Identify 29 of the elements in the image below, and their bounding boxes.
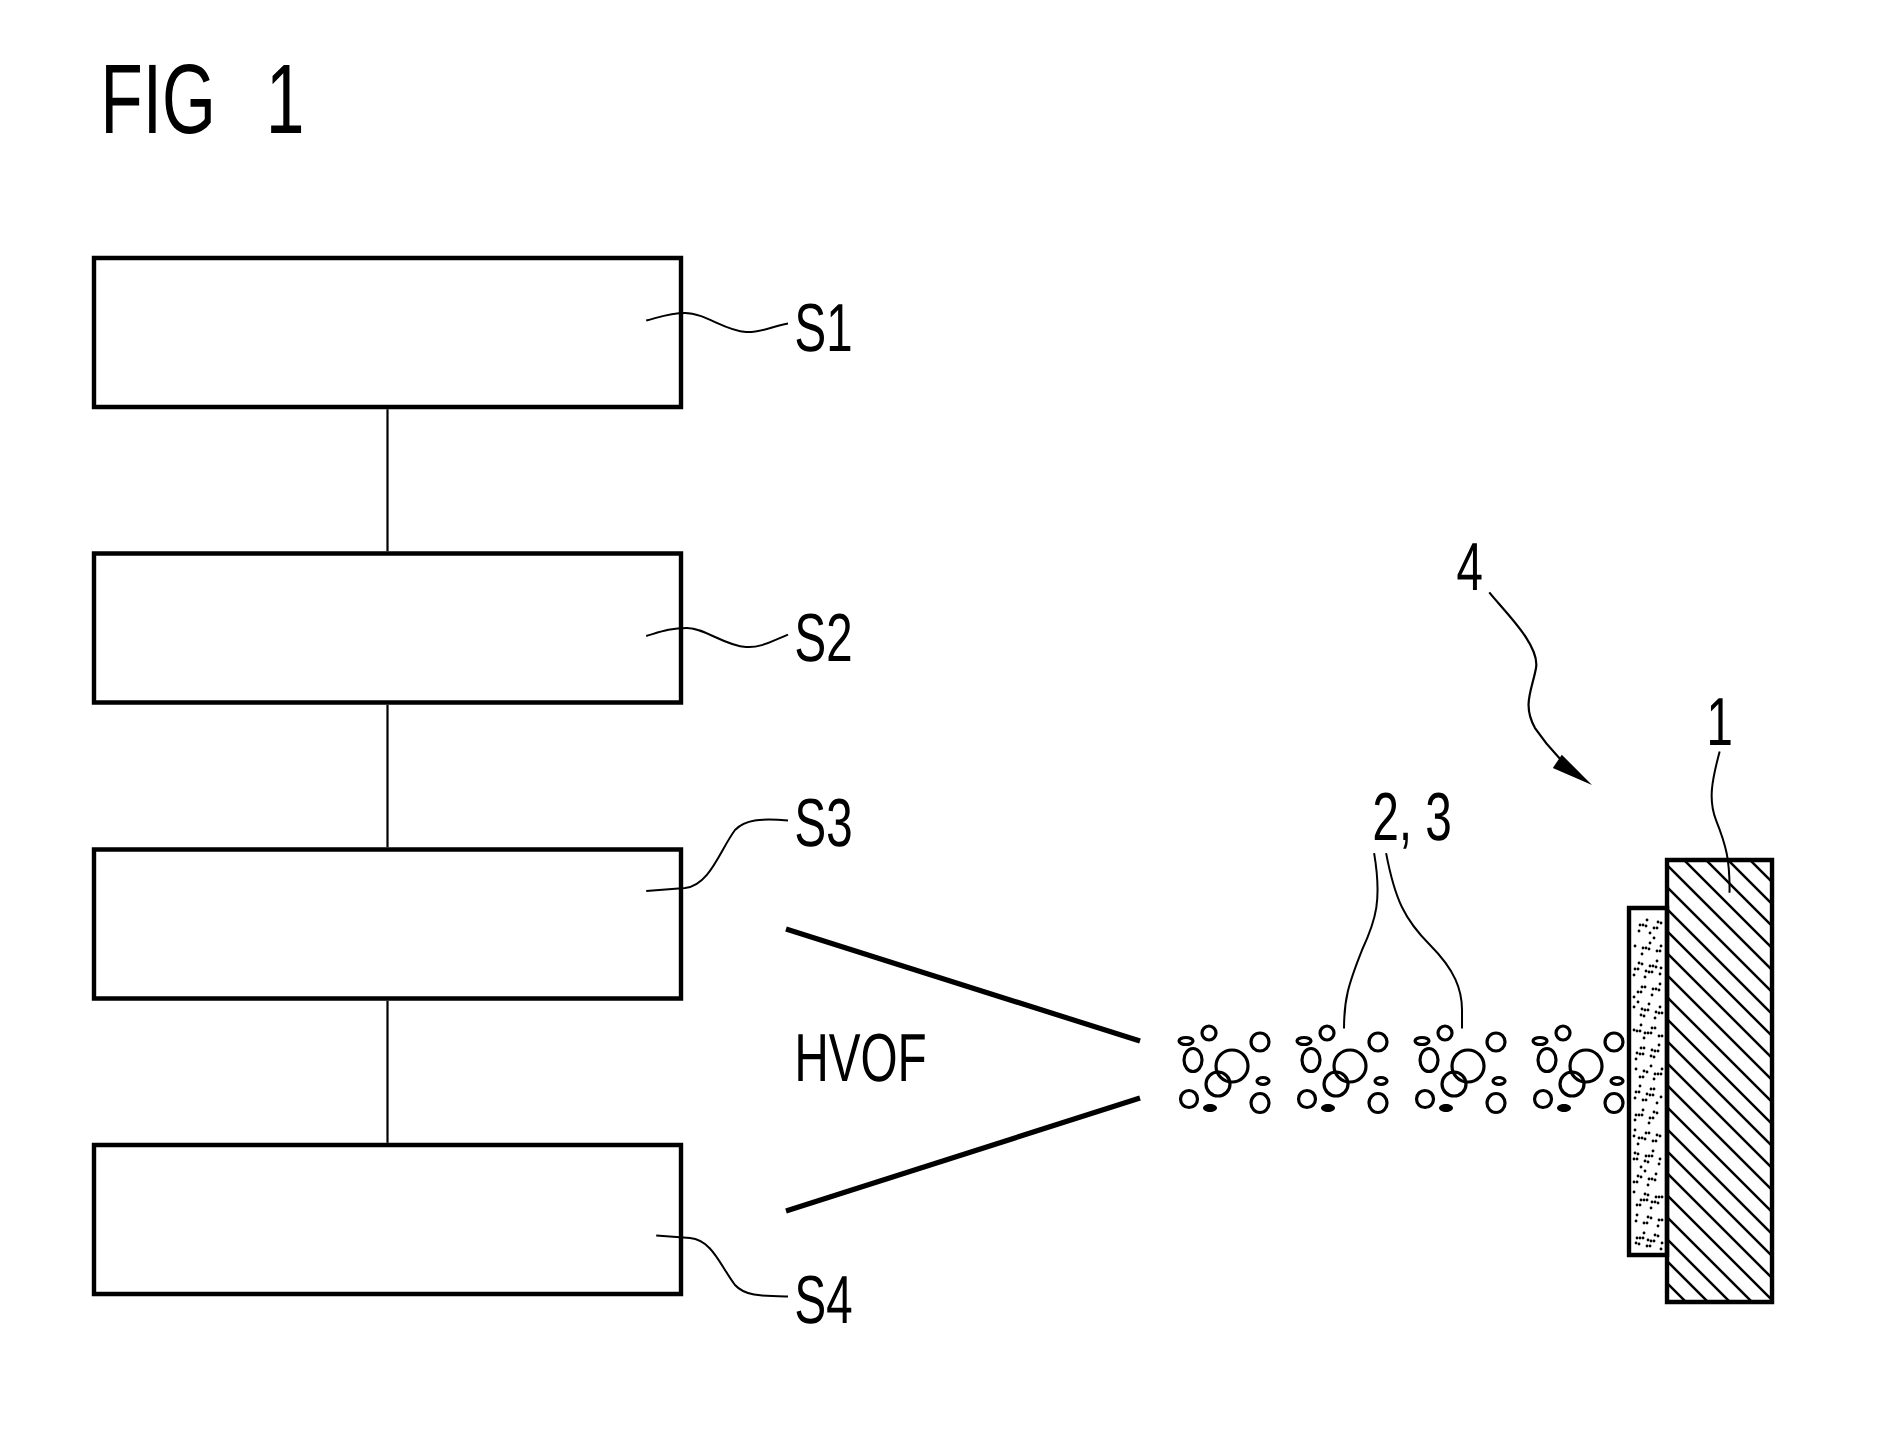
step-box bbox=[91, 1142, 684, 1297]
leader-line bbox=[645, 627, 789, 649]
particle-cluster bbox=[1177, 1024, 1271, 1115]
reference-label: S1 bbox=[796, 303, 851, 352]
reference-label: 1 bbox=[1710, 698, 1731, 745]
connector-line bbox=[386, 704, 389, 848]
leader-line bbox=[1710, 750, 1731, 894]
reference-label: S4 bbox=[796, 1275, 852, 1324]
step-box bbox=[91, 847, 684, 1001]
process-label: HVOF bbox=[798, 1033, 925, 1082]
step-box bbox=[91, 255, 684, 410]
substrate bbox=[1664, 857, 1775, 1305]
leader-line bbox=[1343, 852, 1379, 1030]
reference-label: S3 bbox=[796, 798, 851, 847]
particle-cluster bbox=[1531, 1024, 1625, 1115]
leader-line bbox=[1385, 852, 1463, 1030]
connector-line bbox=[386, 1000, 389, 1143]
reference-label: S2 bbox=[796, 613, 851, 662]
leader-line bbox=[645, 312, 789, 334]
leader-arrow bbox=[1488, 591, 1592, 785]
leader-line bbox=[655, 1234, 789, 1298]
connector-line bbox=[386, 409, 389, 552]
step-box bbox=[91, 551, 684, 705]
figure-title: FIG 1 bbox=[106, 63, 302, 134]
reference-label: 2, 3 bbox=[1374, 792, 1450, 849]
particle-cluster bbox=[1413, 1024, 1507, 1115]
particle-cluster bbox=[1295, 1024, 1389, 1115]
reference-label: 4 bbox=[1457, 543, 1482, 590]
leader-line bbox=[645, 818, 789, 892]
